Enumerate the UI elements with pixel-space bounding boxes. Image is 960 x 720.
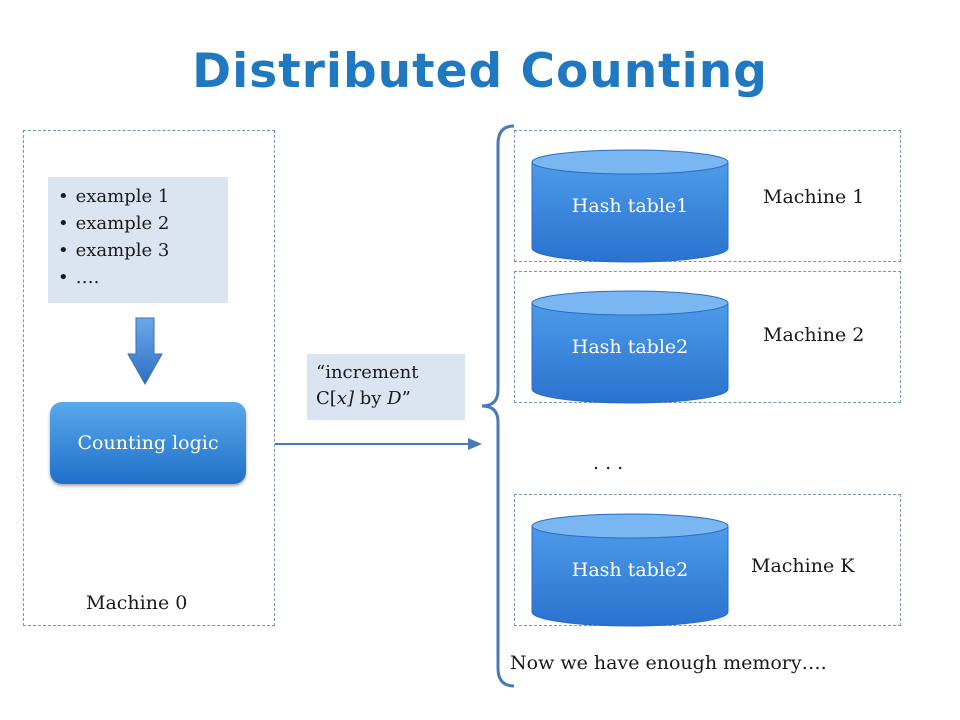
database-icon (531, 149, 729, 263)
examples-list: example 1 example 2 example 3 …. (48, 177, 228, 303)
database-icon (531, 290, 729, 404)
hash-table-k-label: Hash table2 (571, 559, 689, 581)
machine-1-box (514, 130, 901, 262)
hash-table-1-cylinder: Hash table1 (530, 148, 730, 268)
brace-icon (481, 124, 515, 688)
hash-table-k-cylinder: Hash table2 (530, 512, 730, 632)
down-arrow-icon (127, 317, 163, 386)
machine-k-label: Machine K (751, 555, 855, 577)
machine-1-label: Machine 1 (763, 186, 865, 208)
example-item: …. (58, 264, 228, 291)
increment-message: “increment C[x] by D” (307, 354, 465, 420)
ellipsis: . . . (593, 452, 624, 474)
machine-2-box (514, 271, 901, 403)
footer-note: Now we have enough memory…. (510, 652, 827, 674)
hash-table-1-label: Hash table1 (571, 195, 689, 217)
slide-title: Distributed Counting (192, 44, 768, 99)
machine-0-label: Machine 0 (86, 592, 188, 614)
machine-0-box (23, 130, 275, 626)
example-item: example 1 (58, 183, 228, 210)
database-icon (531, 513, 729, 627)
message-line-1: “increment (316, 362, 419, 383)
counting-logic-box: Counting logic (50, 402, 246, 484)
example-item: example 2 (58, 210, 228, 237)
example-item: example 3 (58, 237, 228, 264)
machine-2-label: Machine 2 (763, 324, 865, 346)
message-line-2: C[x] by D” (316, 388, 411, 409)
machine-k-box (514, 494, 901, 626)
hash-table-2-label: Hash table2 (571, 336, 689, 358)
hash-table-2-cylinder: Hash table2 (530, 289, 730, 409)
